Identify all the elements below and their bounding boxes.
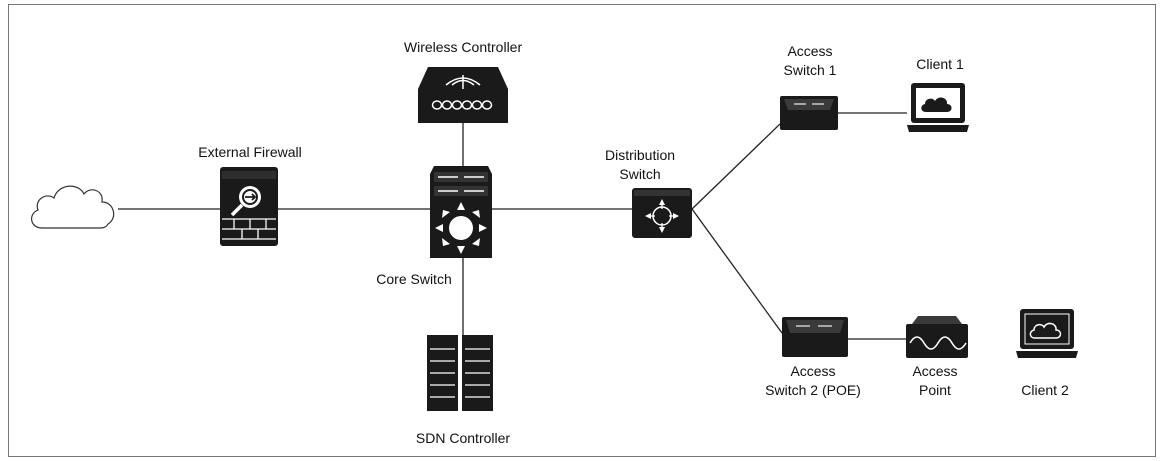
switch-icon bbox=[632, 188, 692, 238]
laptop-icon bbox=[1016, 309, 1078, 358]
access-switch-icon bbox=[780, 96, 838, 130]
access-switch-1-label: Access Switch 1 bbox=[783, 43, 837, 78]
wireless-controller-label: Wireless Controller bbox=[403, 39, 523, 55]
firewall-label: External Firewall bbox=[198, 144, 302, 160]
access-point-label: Access Point bbox=[912, 363, 958, 398]
laptop-icon bbox=[907, 83, 969, 132]
core-switch[interactable] bbox=[430, 166, 492, 258]
client-2-label: Client 2 bbox=[1021, 382, 1069, 398]
access-point-icon bbox=[906, 316, 968, 358]
client-1[interactable] bbox=[907, 83, 969, 133]
access-switch-2[interactable] bbox=[782, 317, 848, 357]
external-firewall[interactable] bbox=[220, 167, 278, 246]
sdn-controller-label: SDN Controller bbox=[415, 430, 511, 446]
cloud-icon bbox=[31, 185, 115, 229]
access-point[interactable] bbox=[906, 316, 968, 358]
firewall-icon bbox=[220, 167, 278, 246]
access-switch-1[interactable] bbox=[780, 96, 838, 130]
wireless-controller-icon bbox=[418, 67, 508, 123]
distribution-switch-label: Distribution Switch bbox=[604, 147, 676, 182]
sdn-controller[interactable] bbox=[427, 335, 493, 411]
internet-cloud bbox=[28, 178, 120, 236]
core-switch-label: Core Switch bbox=[376, 271, 452, 287]
server-icon bbox=[427, 335, 493, 411]
client-1-label: Client 1 bbox=[916, 56, 964, 72]
diagram-frame bbox=[8, 4, 1156, 457]
wireless-controller[interactable] bbox=[418, 59, 508, 123]
access-switch-icon bbox=[782, 317, 848, 357]
core-switch-icon bbox=[430, 166, 492, 258]
access-switch-2-label: Access Switch 2 (POE) bbox=[765, 363, 861, 398]
link-distribution-access-switch-2 bbox=[691, 208, 783, 334]
link-distribution-access-switch-1 bbox=[691, 123, 781, 210]
distribution-switch[interactable] bbox=[632, 188, 692, 238]
client-2[interactable] bbox=[1016, 309, 1078, 359]
